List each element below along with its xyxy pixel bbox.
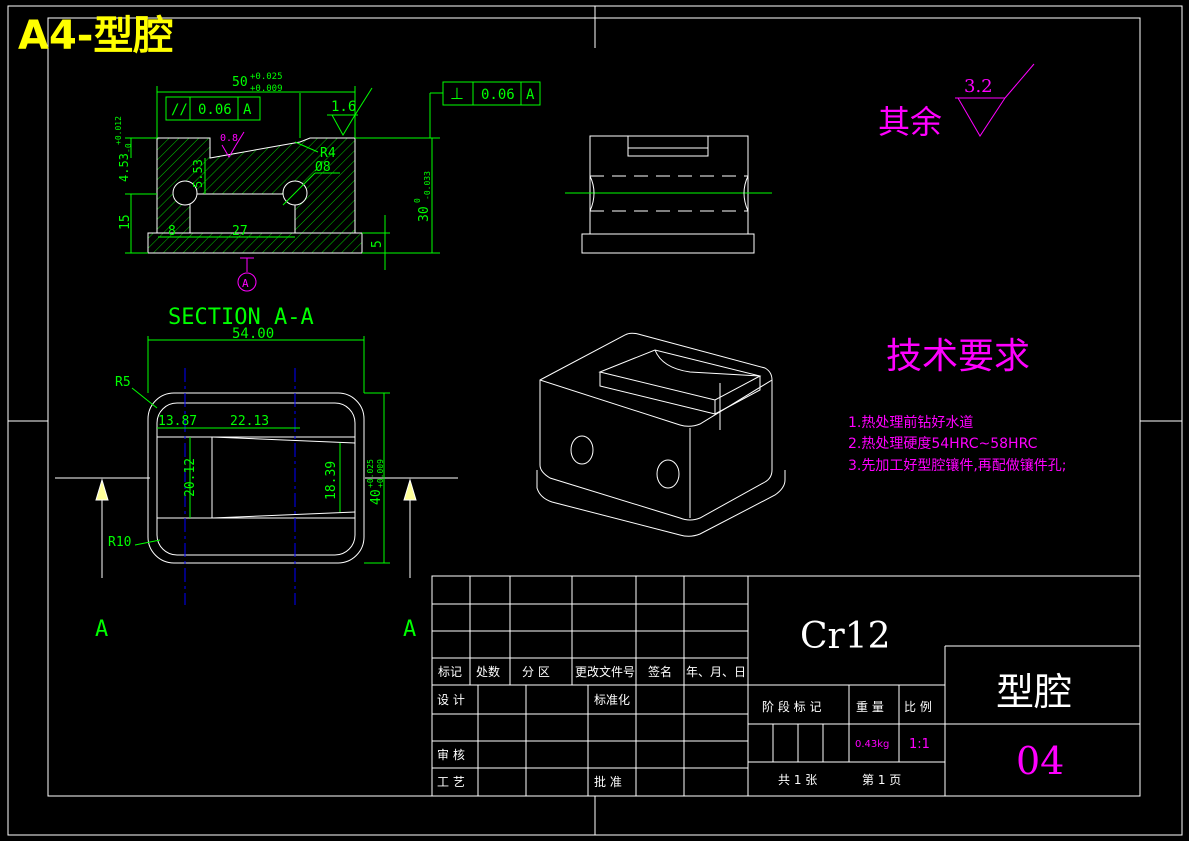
dim-left-4-53: 4.53 xyxy=(117,153,131,182)
dim-18-39: 18.39 xyxy=(324,461,339,500)
dim-height-30-tol-upper: 0 xyxy=(413,198,422,203)
dim-40: 40 xyxy=(369,489,384,505)
row-review: 审 核 xyxy=(437,747,465,762)
perp-datum: A xyxy=(526,87,535,103)
hole-dia-8: Ø8 xyxy=(315,160,331,175)
dim-top-50-tol-lower: +0.009 xyxy=(250,84,283,94)
material: Cr12 xyxy=(800,616,891,657)
dim-depth-5-53: 5.53 xyxy=(191,159,205,188)
dim-15: 15 xyxy=(118,214,133,230)
scale-value: 1:1 xyxy=(909,737,930,752)
sheet-title: A4-型腔 xyxy=(18,13,174,59)
section-aa-view: SECTION A-A 54.00 R5 R10 13.87 22.13 20.… xyxy=(55,305,458,642)
radius-r5: R5 xyxy=(115,375,131,390)
datum-a-label: A xyxy=(242,277,249,290)
scale-label: 比 例 xyxy=(904,700,932,714)
dim-27: 27 xyxy=(232,224,248,239)
isometric-view xyxy=(536,332,786,537)
dim-40-tol-lower: +0.009 xyxy=(376,459,385,488)
tech-item-2: 2.热处理硬度54HRC~58HRC xyxy=(848,436,1038,452)
dim-top-50-tol-upper: +0.025 xyxy=(250,72,283,82)
front-section-view: 50 +0.025 +0.009 // 0.06 A 1.6 ⊥ 0.06 A … xyxy=(114,72,541,292)
dim-left-4-53-tol-upper: +0.012 xyxy=(114,116,123,145)
tech-item-1: 1.热处理前钻好水道 xyxy=(848,414,973,431)
dim-width-54: 54.00 xyxy=(232,326,274,342)
tech-requirements: 技术要求 1.热处理前钻好水道 2.热处理硬度54HRC~58HRC 3.先加工… xyxy=(848,336,1067,474)
dim-13-87: 13.87 xyxy=(158,414,197,429)
section-title: SECTION A-A xyxy=(168,305,314,330)
tech-item-3: 3.先加工好型腔镶件,再配做镶件孔; xyxy=(848,457,1067,474)
dim-top-50: 50 xyxy=(232,75,248,90)
title-block xyxy=(431,575,1141,797)
stage-mark: 阶 段 标 记 xyxy=(762,699,821,714)
row-design: 设 计 xyxy=(437,693,465,707)
roughness-0-8: 0.8 xyxy=(220,133,238,144)
dim-height-30-tol-lower: -0.033 xyxy=(423,171,432,200)
dim-8: 8 xyxy=(168,224,176,239)
hole-left-circle xyxy=(172,180,198,206)
dim-20-12: 20.12 xyxy=(183,458,198,497)
perp-symbol: ⊥ xyxy=(450,84,464,103)
dim-height-30: 30 xyxy=(417,206,432,222)
iso-hole-left xyxy=(570,435,594,465)
iso-hole-right xyxy=(656,459,680,489)
roughness-1-6: 1.6 xyxy=(331,99,356,115)
dim-40-tol-upper: +0.025 xyxy=(366,459,375,488)
dim-left-4-53-tol-lower: -0 xyxy=(124,143,133,153)
col-change-doc: 更改文件号 xyxy=(575,664,635,679)
roughness-rest-label: 其余 xyxy=(878,103,942,141)
row-approve: 批 准 xyxy=(594,774,622,789)
parallel-symbol: // xyxy=(171,102,188,118)
side-view xyxy=(565,135,772,254)
cut-label-right: A xyxy=(403,617,416,642)
radius-r4: R4 xyxy=(320,146,336,161)
cut-label-left: A xyxy=(95,617,108,642)
row-process: 工 艺 xyxy=(437,775,465,789)
parallel-value: 0.06 xyxy=(198,102,232,118)
col-count: 处数 xyxy=(476,664,500,679)
weight-value: 0.43kg xyxy=(855,739,889,750)
sheets-total: 共 1 张 xyxy=(778,773,817,787)
col-mark: 标记 xyxy=(438,665,462,679)
datum-a-circle xyxy=(237,272,257,292)
weight-label: 重 量 xyxy=(856,700,884,714)
sheet-number: 第 1 页 xyxy=(862,773,901,787)
part-name: 型腔 xyxy=(996,670,1072,714)
dim-5: 5 xyxy=(370,240,385,248)
drawing-number: 04 xyxy=(1016,739,1064,783)
parallel-datum: A xyxy=(243,102,252,118)
col-zone: 分 区 xyxy=(522,665,550,679)
col-sign: 签名 xyxy=(648,664,672,679)
radius-r10: R10 xyxy=(108,535,131,550)
perp-value: 0.06 xyxy=(481,87,515,103)
dim-22-13: 22.13 xyxy=(230,414,269,429)
roughness-rest: 其余 3.2 xyxy=(878,63,1035,141)
roughness-rest-value: 3.2 xyxy=(964,76,993,97)
title-block-text: Cr12 型腔 04 标记 处数 分 区 更改文件号 签名 年、月、日 设 计 … xyxy=(437,616,1072,789)
col-date: 年、月、日 xyxy=(686,665,746,679)
base-flange xyxy=(147,232,363,254)
row-standardize: 标准化 xyxy=(594,693,630,707)
tech-heading: 技术要求 xyxy=(886,336,1030,377)
inner-profile xyxy=(156,402,356,556)
